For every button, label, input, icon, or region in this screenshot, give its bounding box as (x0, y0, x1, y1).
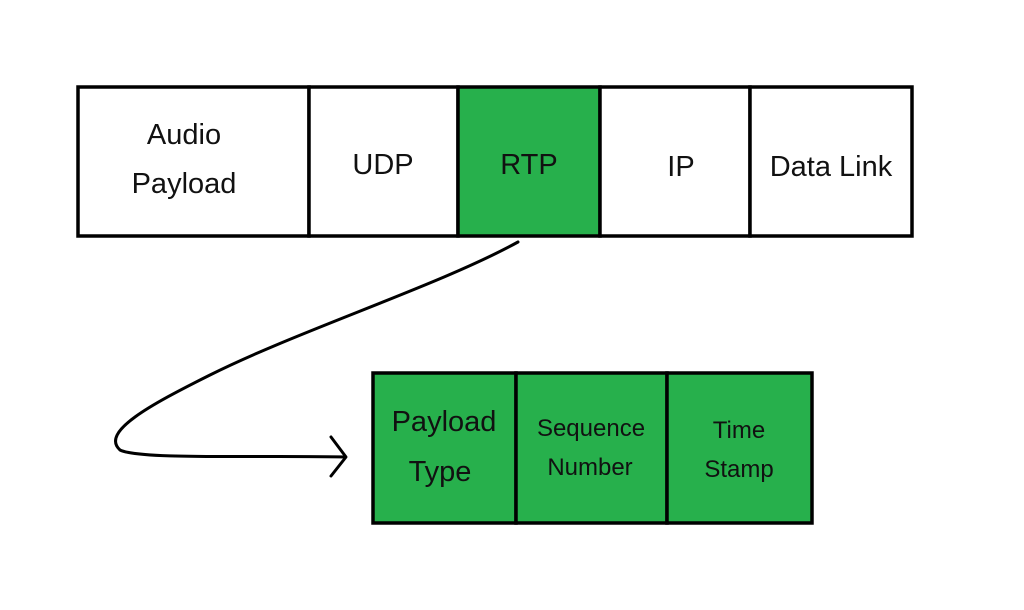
rtp-header-row: Payload Type Sequence Number Time Stamp (371, 371, 814, 525)
cell-udp (307, 85, 460, 238)
cell-time-stamp (665, 371, 814, 525)
cell-ip (598, 85, 752, 238)
audio-payload-label-line1: Audio (147, 119, 221, 151)
rtp-label: RTP (500, 149, 557, 181)
time-stamp-label-line2: Stamp (704, 456, 773, 483)
cell-payload-type (371, 371, 518, 525)
payload-type-label-line1: Payload (392, 406, 497, 438)
packet-row: Audio Payload UDP RTP IP Data Link (76, 85, 914, 238)
sequence-number-label-line2: Number (547, 454, 632, 481)
connector-arrow (114, 240, 520, 478)
sequence-number-label-line1: Sequence (537, 415, 645, 442)
udp-label: UDP (352, 149, 413, 181)
cell-data-link (748, 85, 914, 238)
payload-type-label-line2: Type (409, 456, 472, 488)
connector-curve (114, 240, 520, 459)
arrowhead-icon (329, 435, 348, 478)
cell-rtp (456, 85, 602, 238)
data-link-label: Data Link (770, 151, 893, 183)
audio-payload-label-line2: Payload (132, 168, 237, 200)
cell-audio-payload (76, 85, 311, 238)
cell-sequence-number (514, 371, 669, 525)
ip-label: IP (667, 151, 694, 183)
time-stamp-label-line1: Time (713, 417, 765, 444)
